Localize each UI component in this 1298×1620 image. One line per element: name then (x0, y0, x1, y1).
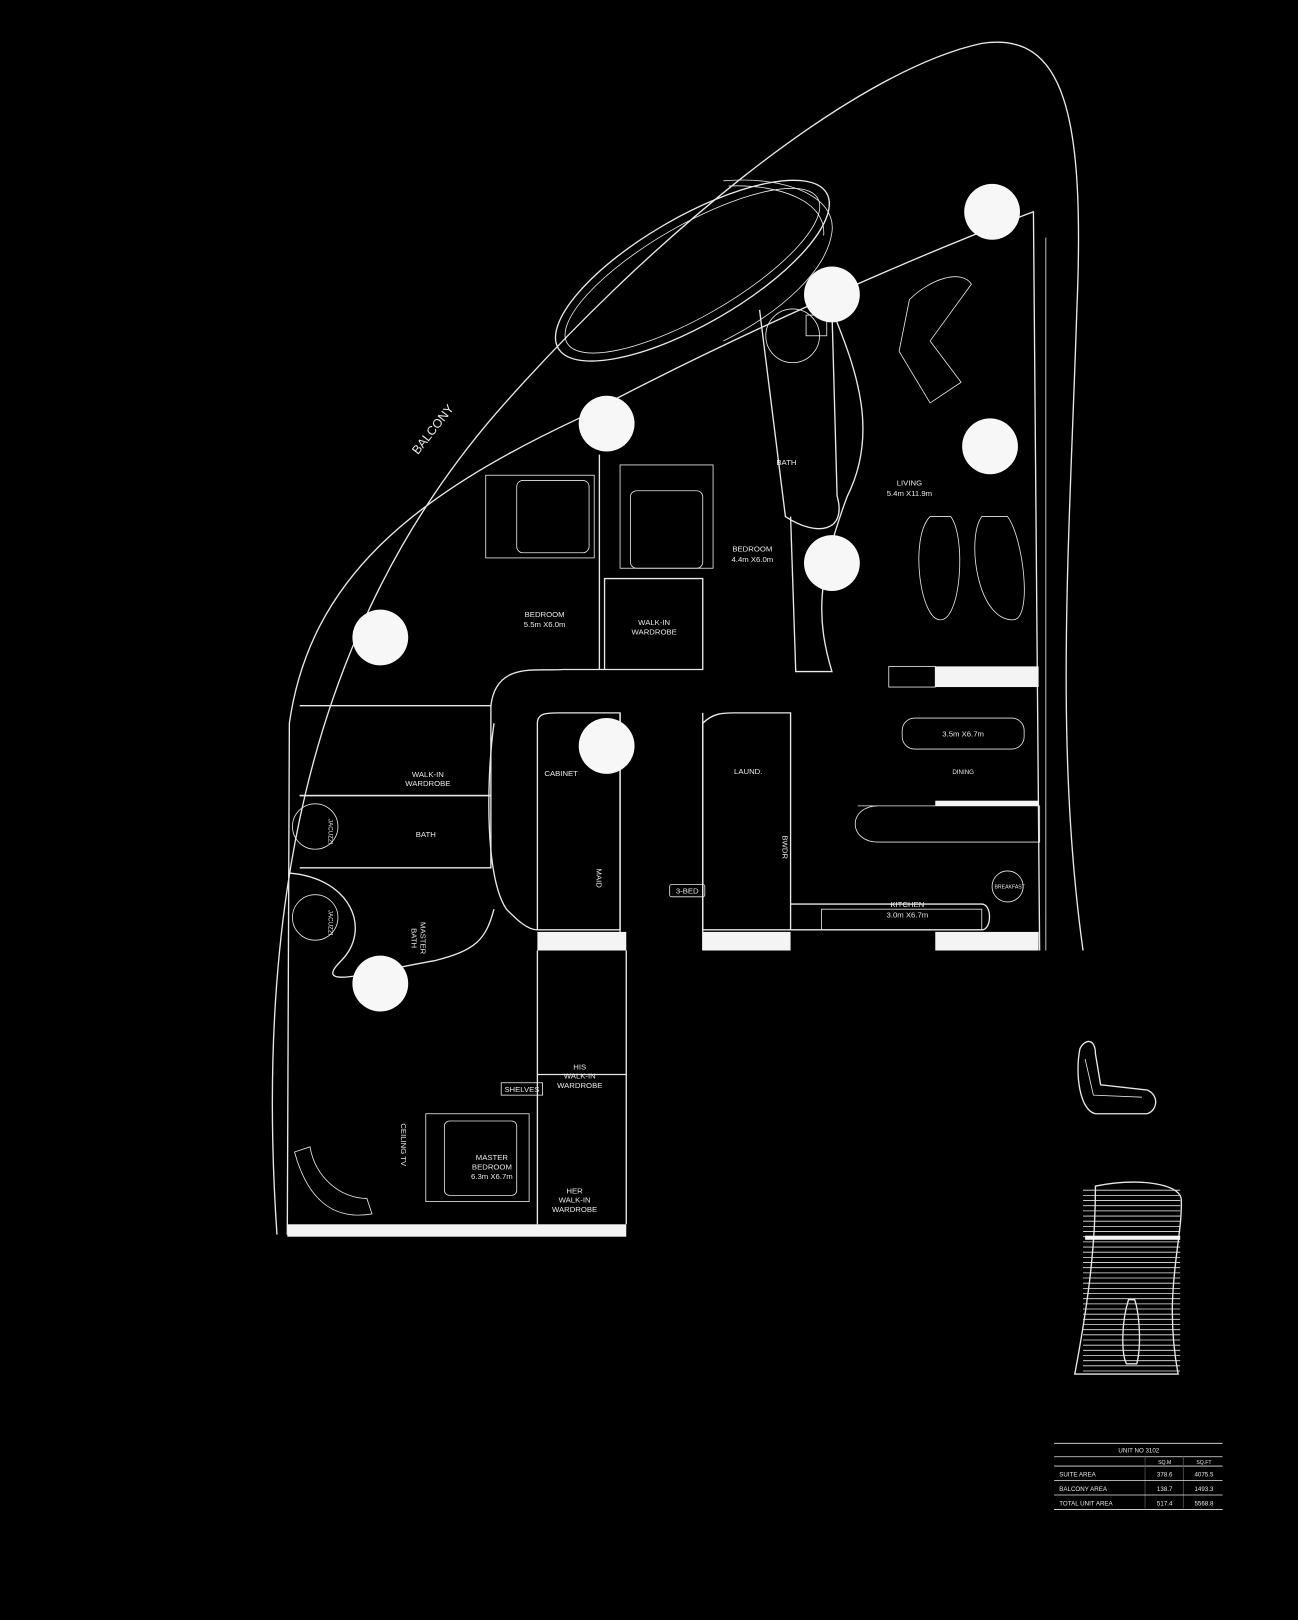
bedroom-2-size: 5.5m X6.0m (524, 620, 566, 629)
kitchen-size: 3.0m X6.7m (887, 910, 929, 919)
bwdr-label: BWDR (780, 835, 789, 859)
master-bedroom-label: MASTER (476, 1153, 509, 1162)
row-sqft: 4075.5 (1194, 1471, 1213, 1478)
maid-label: MAID (594, 869, 603, 889)
pool (554, 179, 833, 362)
bedroom-1-size: 4.4m X6.0m (731, 555, 773, 564)
column-header: SQ.M (1158, 1460, 1171, 1466)
dining-label: DINING (952, 769, 974, 776)
row-label: TOTAL UNIT AREA (1059, 1500, 1113, 1507)
table-row: TOTAL UNIT AREA 517.4 5568.8 (1059, 1500, 1214, 1507)
light-circle (962, 418, 1018, 475)
master-bedroom-label: BEDROOM (472, 1163, 512, 1172)
bedroom-2-label: BEDROOM (525, 610, 565, 619)
living-size: 5.4m X11.9m (887, 489, 932, 498)
light-circle (804, 535, 860, 591)
his-walkin-label: WARDROBE (557, 1081, 602, 1090)
light-circle (352, 955, 409, 1012)
row-sqm: 378.6 (1157, 1471, 1173, 1478)
bath-label: BATH (416, 830, 436, 839)
laund-label: LAUND. (734, 767, 762, 776)
exterior-wall (286, 210, 1041, 1235)
key-plan (1077, 1040, 1157, 1115)
master-bath-label: BATH (409, 928, 418, 948)
his-walkin-label: WALK-IN (564, 1072, 596, 1081)
dining-size: 3.5m X6.7m (942, 730, 984, 739)
light-circle (352, 609, 409, 666)
breakfast-label: BREAKFAST (994, 885, 1025, 891)
jacuzzi-label: JACUZZI (327, 819, 334, 845)
walkin-2-label: WALK-IN (412, 770, 444, 779)
unit-type-label: 3-BED (676, 887, 699, 896)
light-circle (578, 395, 635, 452)
row-sqm: 517.4 (1157, 1500, 1173, 1507)
row-label: BALCONY AREA (1059, 1486, 1108, 1493)
cabinet-label: CABINET (544, 769, 578, 778)
table-row: BALCONY AREA 138.7 1493.3 (1059, 1486, 1214, 1493)
shelves-label: SHELVES (504, 1085, 539, 1094)
table-title: UNIT NO 3102 (1118, 1448, 1159, 1455)
master-bedroom-size: 6.3m X6.7m (471, 1172, 513, 1181)
her-walkin-label: WALK-IN (559, 1196, 591, 1205)
building-elevation (1073, 1181, 1183, 1375)
ceiling-lights (352, 183, 1021, 1012)
row-sqft: 5568.8 (1194, 1500, 1213, 1507)
light-circle (578, 718, 635, 774)
furniture (292, 276, 1041, 1216)
living-label: LIVING (897, 479, 922, 488)
her-walkin-label: HER (566, 1186, 583, 1195)
balcony-outline (271, 41, 1084, 1235)
row-label: SUITE AREA (1059, 1471, 1096, 1478)
his-walkin-label: HIS (573, 1062, 586, 1071)
bath-label: BATH (776, 458, 796, 467)
walkin-1-label: WARDROBE (632, 627, 677, 636)
area-table: UNIT NO 3102 SQ.M SQ.FT SUITE AREA 378.6… (1054, 1442, 1223, 1510)
bedroom-1-label: BEDROOM (732, 545, 772, 554)
light-circle (804, 266, 860, 323)
solid-wall-segments (287, 666, 1039, 1237)
kitchen-label: KITCHEN (890, 900, 924, 909)
row-sqm: 138.7 (1157, 1486, 1173, 1493)
column-header: SQ.FT (1196, 1460, 1212, 1466)
her-walkin-label: WARDROBE (552, 1205, 597, 1214)
ceiling-tv-label: CEILING TV (399, 1123, 408, 1167)
row-sqft: 1493.3 (1194, 1486, 1213, 1493)
master-bath-label: MASTER (419, 922, 428, 955)
walkin-1-label: WALK-IN (638, 618, 670, 627)
jacuzzi-label: JACUZZI (327, 910, 334, 936)
table-row: SUITE AREA 378.6 4075.5 (1059, 1471, 1214, 1478)
walkin-2-label: WARDROBE (405, 779, 450, 788)
light-circle (964, 183, 1021, 240)
